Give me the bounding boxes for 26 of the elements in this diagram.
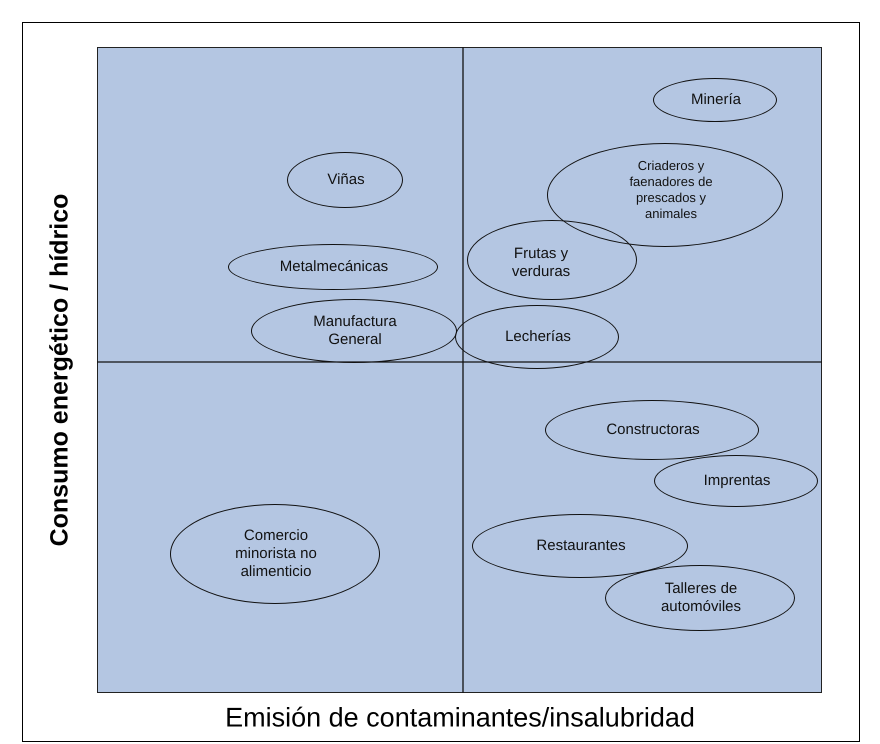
sector-label: Frutas y verduras (510, 245, 572, 281)
x-axis-title: Emisión de contaminantes/insalubridad (225, 702, 695, 734)
ellipse-node (654, 455, 818, 507)
ellipse-node (467, 220, 637, 300)
sector-label: Viñas (326, 171, 366, 189)
sector-label: Metalmecánicas (278, 258, 390, 276)
sector-label: Constructoras (605, 421, 701, 439)
sector-label: Lecherías (504, 328, 572, 346)
ellipse-node (228, 244, 438, 290)
sector-label: Imprentas (702, 472, 772, 490)
ellipse-node (287, 152, 403, 208)
ellipse-node (170, 504, 380, 604)
sector-label: Talleres de automóviles (660, 580, 742, 616)
sector-label: Criaderos y faenadores de prescados y animales (628, 158, 714, 222)
sector-label: Manufactura General (312, 313, 398, 349)
ellipse-node (472, 514, 688, 578)
y-axis-title: Consumo energético / hídrico (46, 194, 74, 546)
ellipse-node (455, 305, 619, 369)
sector-label: Restaurantes (535, 537, 627, 555)
ellipse-node (251, 299, 457, 363)
ellipse-node (547, 143, 783, 247)
sector-label: Comercio minorista no alimenticio (234, 527, 318, 581)
ellipse-node (653, 78, 777, 122)
ellipse-node (545, 400, 759, 460)
ellipse-node (605, 565, 795, 631)
sector-label: Minería (690, 91, 742, 109)
